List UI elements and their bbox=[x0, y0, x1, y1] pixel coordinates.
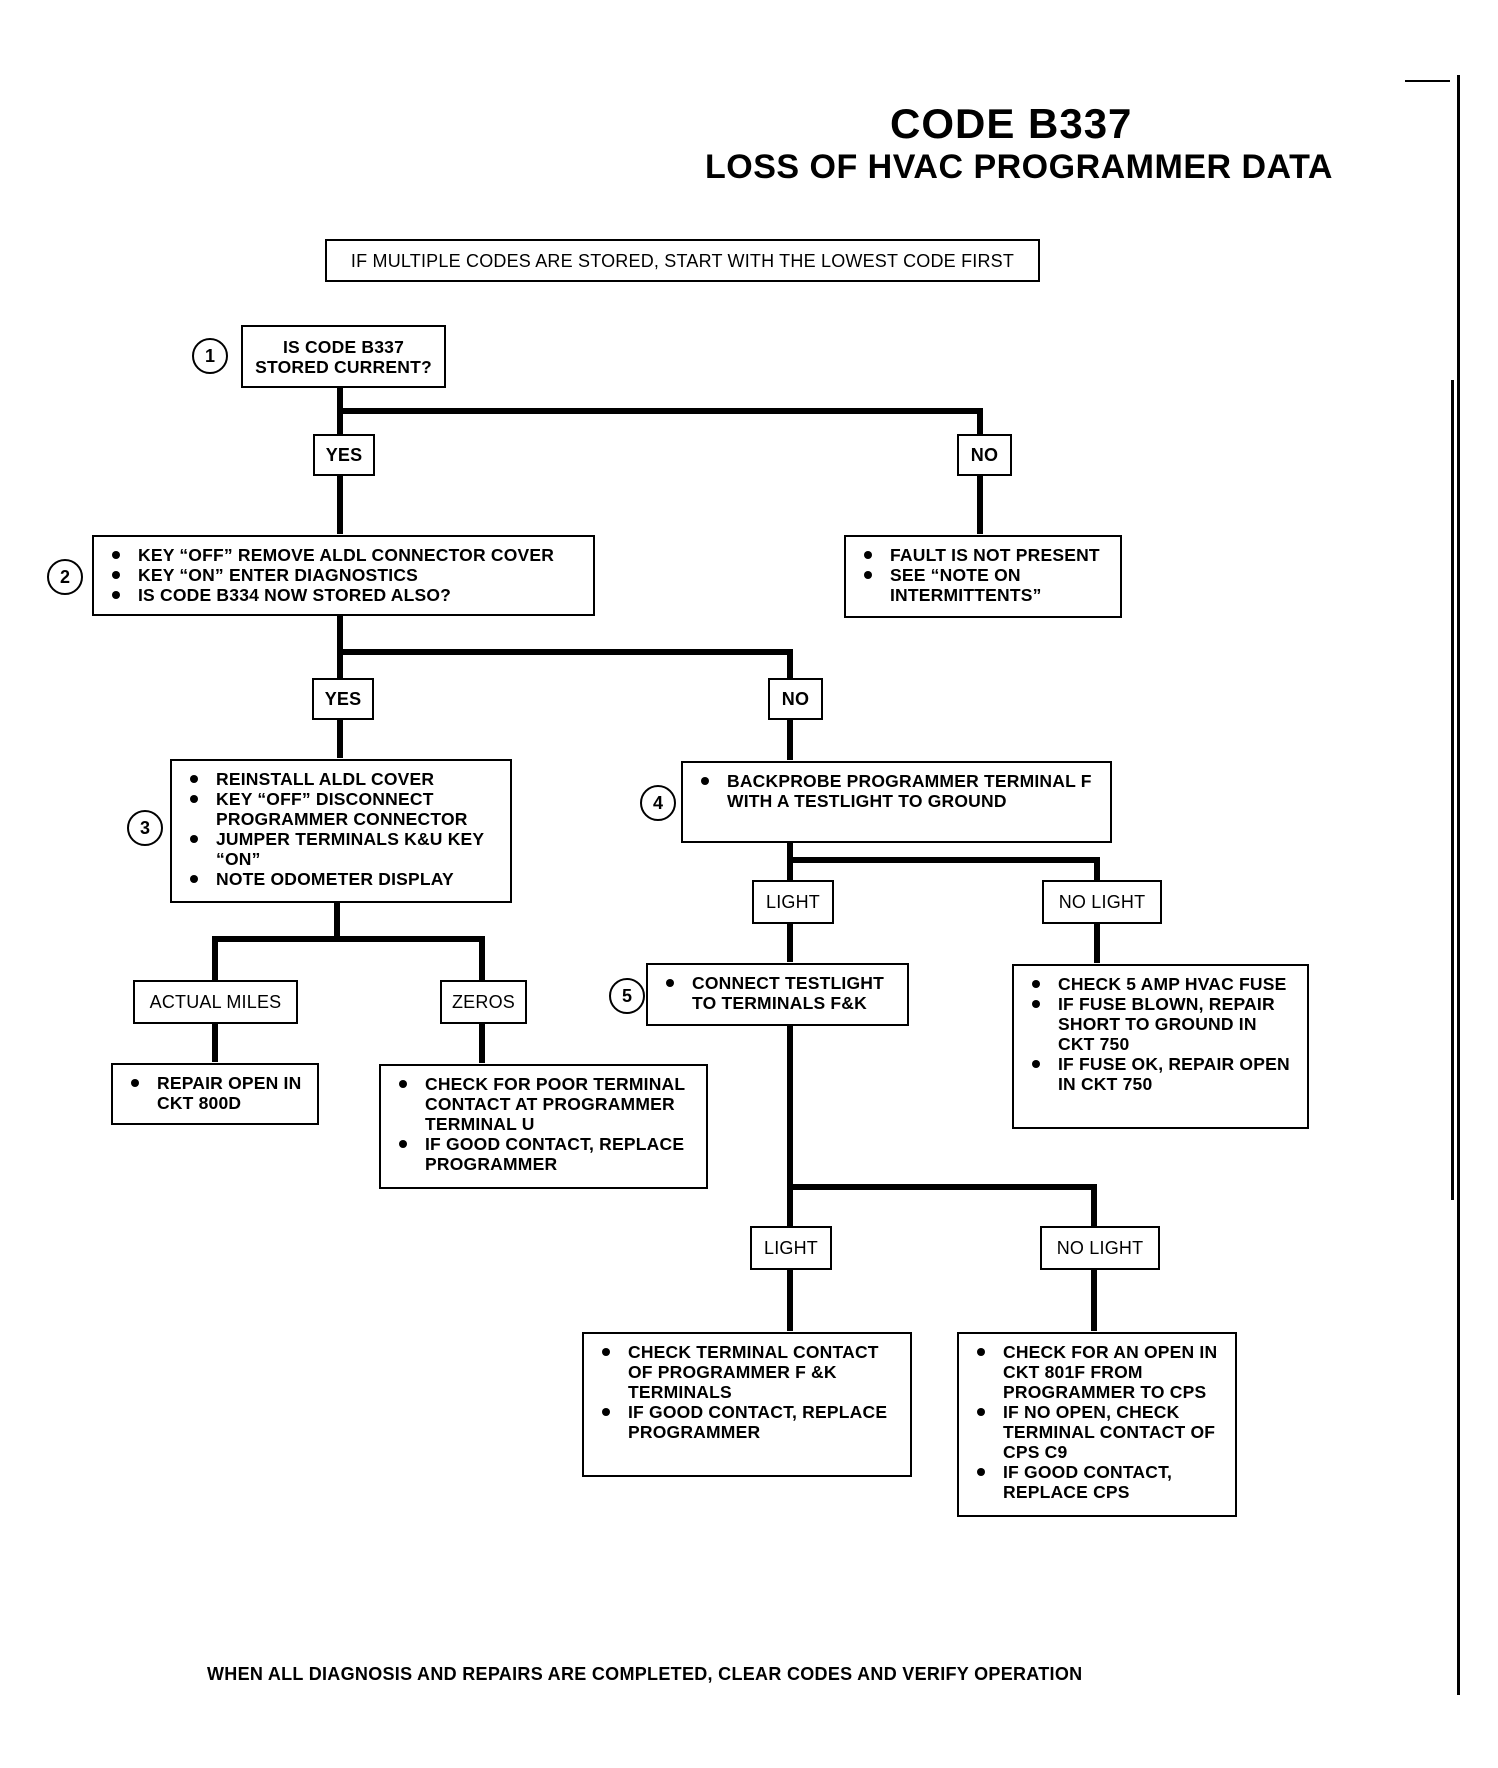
result-check-open-801f: CHECK FOR AN OPEN IN CKT 801F FROM PROGR… bbox=[957, 1332, 1237, 1517]
branch-zeros-label: ZEROS bbox=[451, 992, 515, 1012]
branch-zeros: ZEROS bbox=[440, 980, 527, 1024]
page-title: CODE B337 bbox=[890, 100, 1133, 147]
branch-no-light-2: NO LIGHT bbox=[1040, 1226, 1160, 1270]
result-item: REPAIR OPEN IN CKT 800D bbox=[127, 1073, 307, 1113]
step-number-5: 5 bbox=[609, 978, 645, 1014]
page-edge-line bbox=[1451, 380, 1454, 1200]
step-number-2-label: 2 bbox=[59, 566, 70, 587]
step-5-item: CONNECT TESTLIGHT TO TERMINALS F&K bbox=[662, 973, 897, 1013]
branch-no-light-1: NO LIGHT bbox=[1042, 880, 1162, 924]
step-3-item: REINSTALL ALDL COVER bbox=[186, 769, 500, 789]
page-edge-tick bbox=[1405, 80, 1450, 82]
step-1-decision: IS CODE B337 STORED CURRENT? bbox=[241, 325, 446, 388]
branch-no-1: NO bbox=[957, 434, 1012, 476]
branch-no-1-label: NO bbox=[970, 445, 999, 465]
step-4-item: BACKPROBE PROGRAMMER TERMINAL F WITH A T… bbox=[697, 771, 1100, 811]
result-item: CHECK FOR POOR TERMINAL CONTACT AT PROGR… bbox=[395, 1074, 696, 1134]
branch-no-light-1-label: NO LIGHT bbox=[1058, 892, 1146, 912]
result-check-fuse: CHECK 5 AMP HVAC FUSE IF FUSE BLOWN, REP… bbox=[1012, 964, 1309, 1129]
result-check-terminal-fk: CHECK TERMINAL CONTACT OF PROGRAMMER F &… bbox=[582, 1332, 912, 1477]
branch-light-2: LIGHT bbox=[750, 1226, 832, 1270]
step-3-item: JUMPER TERMINALS K&U KEY “ON” bbox=[186, 829, 500, 869]
branch-actual-miles: ACTUAL MILES bbox=[133, 980, 298, 1024]
step-2-action: KEY “OFF” REMOVE ALDL CONNECTOR COVER KE… bbox=[92, 535, 595, 616]
step-number-5-label: 5 bbox=[621, 985, 632, 1006]
branch-light-1-label: LIGHT bbox=[765, 892, 820, 912]
result-item: IF GOOD CONTACT, REPLACE PROGRAMMER bbox=[598, 1402, 900, 1442]
branch-actual-miles-label: ACTUAL MILES bbox=[149, 992, 282, 1012]
branch-yes-2: YES bbox=[312, 678, 374, 720]
result-repair-open: REPAIR OPEN IN CKT 800D bbox=[111, 1063, 319, 1125]
result-item: IF GOOD CONTACT, REPLACE CPS bbox=[973, 1462, 1225, 1502]
result-item: IF FUSE BLOWN, REPAIR SHORT TO GROUND IN… bbox=[1028, 994, 1297, 1054]
branch-no-2: NO bbox=[768, 678, 823, 720]
result-item: FAULT IS NOT PRESENT bbox=[860, 545, 1110, 565]
step-number-4: 4 bbox=[640, 785, 676, 821]
step-number-2: 2 bbox=[47, 559, 83, 595]
branch-yes-1-label: YES bbox=[325, 445, 363, 465]
result-item: CHECK 5 AMP HVAC FUSE bbox=[1028, 974, 1297, 994]
result-item: IF NO OPEN, CHECK TERMINAL CONTACT OF CP… bbox=[973, 1402, 1225, 1462]
step-4-action: BACKPROBE PROGRAMMER TERMINAL F WITH A T… bbox=[681, 761, 1112, 843]
result-check-poor-contact: CHECK FOR POOR TERMINAL CONTACT AT PROGR… bbox=[379, 1064, 708, 1189]
branch-yes-1: YES bbox=[313, 434, 375, 476]
branch-yes-2-label: YES bbox=[324, 689, 362, 709]
instruction-note: IF MULTIPLE CODES ARE STORED, START WITH… bbox=[325, 239, 1040, 282]
step-number-3: 3 bbox=[127, 810, 163, 846]
page-subtitle: LOSS OF HVAC PROGRAMMER DATA bbox=[705, 148, 1333, 186]
step-number-3-label: 3 bbox=[139, 817, 150, 838]
branch-no-light-2-label: NO LIGHT bbox=[1056, 1238, 1144, 1258]
step-3-item: KEY “OFF” DISCONNECT PROGRAMMER CONNECTO… bbox=[186, 789, 500, 829]
result-fault-not-present: FAULT IS NOT PRESENT SEE “NOTE ON INTERM… bbox=[844, 535, 1122, 618]
step-5-action: CONNECT TESTLIGHT TO TERMINALS F&K bbox=[646, 963, 909, 1026]
result-item: IF FUSE OK, REPAIR OPEN IN CKT 750 bbox=[1028, 1054, 1297, 1094]
step-2-item: KEY “ON” ENTER DIAGNOSTICS bbox=[108, 565, 583, 585]
result-item: CHECK FOR AN OPEN IN CKT 801F FROM PROGR… bbox=[973, 1342, 1225, 1402]
footer-instruction: WHEN ALL DIAGNOSIS AND REPAIRS ARE COMPL… bbox=[207, 1664, 1083, 1684]
step-number-1: 1 bbox=[192, 338, 228, 374]
step-1-text: IS CODE B337 STORED CURRENT? bbox=[255, 336, 432, 377]
instruction-note-text: IF MULTIPLE CODES ARE STORED, START WITH… bbox=[350, 250, 1015, 271]
result-item: SEE “NOTE ON INTERMITTENTS” bbox=[860, 565, 1110, 605]
step-number-1-label: 1 bbox=[204, 345, 215, 366]
result-item: CHECK TERMINAL CONTACT OF PROGRAMMER F &… bbox=[598, 1342, 900, 1402]
branch-no-2-label: NO bbox=[781, 689, 810, 709]
branch-light-1: LIGHT bbox=[752, 880, 834, 924]
step-3-action: REINSTALL ALDL COVER KEY “OFF” DISCONNEC… bbox=[170, 759, 512, 903]
step-2-item: KEY “OFF” REMOVE ALDL CONNECTOR COVER bbox=[108, 545, 583, 565]
result-item: IF GOOD CONTACT, REPLACE PROGRAMMER bbox=[395, 1134, 696, 1174]
step-number-4-label: 4 bbox=[652, 792, 663, 813]
step-3-item: NOTE ODOMETER DISPLAY bbox=[186, 869, 500, 889]
page-edge-line bbox=[1457, 75, 1460, 1695]
branch-light-2-label: LIGHT bbox=[763, 1238, 818, 1258]
step-2-item: IS CODE B334 NOW STORED ALSO? bbox=[108, 585, 583, 605]
